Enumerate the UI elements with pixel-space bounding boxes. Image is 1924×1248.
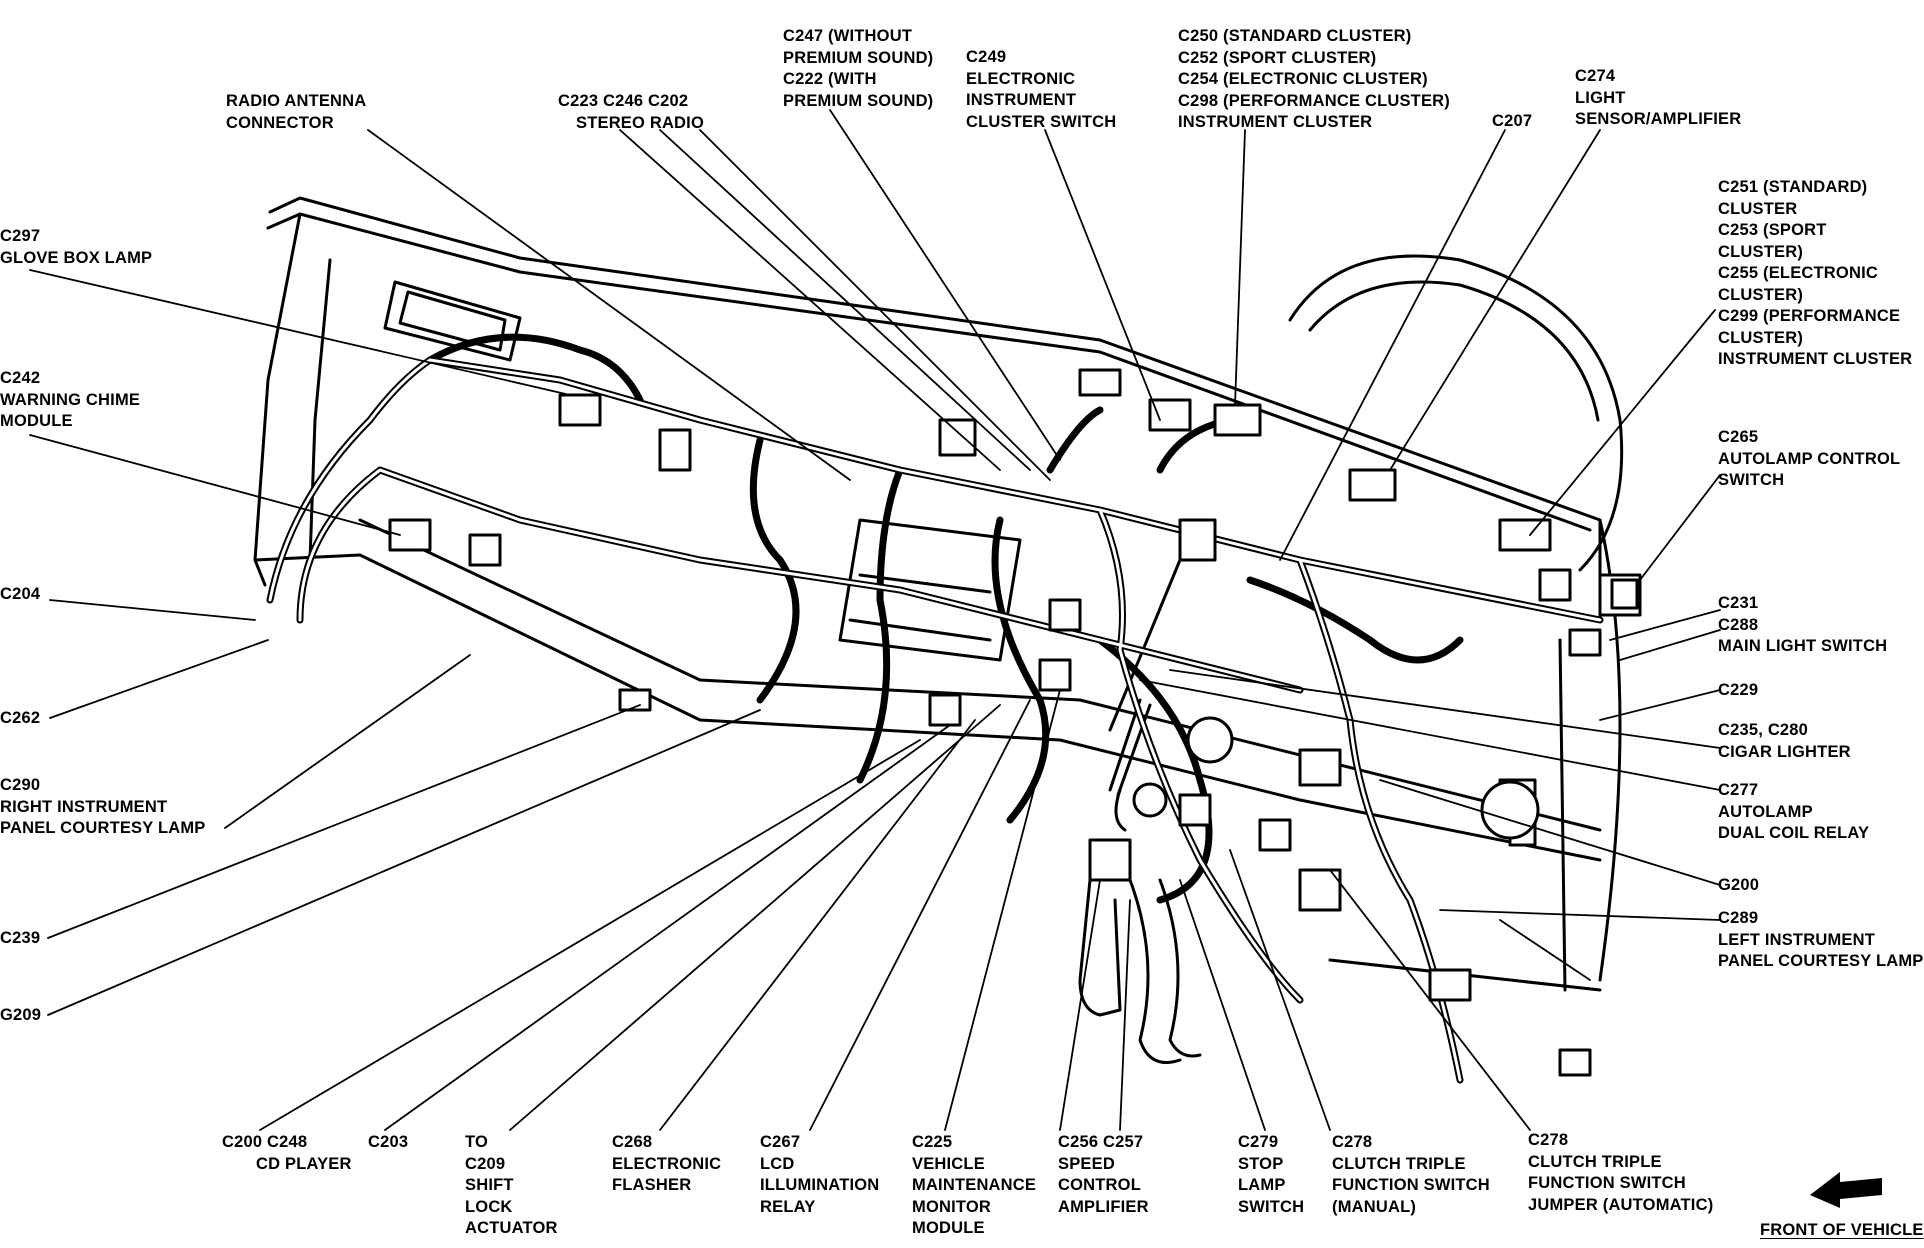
leader-stereo-radio-b (659, 129, 1031, 471)
leader-c289-b (1499, 919, 1591, 981)
leader-c288 (1619, 629, 1721, 661)
leader-stereo-radio-a (619, 129, 1001, 471)
leader-c242 (29, 434, 401, 536)
leader-c207 (1279, 129, 1506, 561)
label-c204: C204 (0, 585, 41, 603)
leader-c235 (1169, 669, 1721, 749)
leader-c278-manual (1229, 849, 1331, 1131)
leader-c239 (47, 704, 641, 939)
leader-c229 (1599, 689, 1721, 721)
label-c203: C203 (368, 1133, 409, 1151)
label-c250-group: C250 (STANDARD CLUSTER)C252 (SPORT CLUST… (1178, 27, 1450, 131)
label-c229: C229 (1718, 681, 1759, 699)
front-arrow-icon (1810, 1172, 1882, 1208)
leader-c289-a (1439, 909, 1721, 921)
pedals (1078, 878, 1202, 1064)
leader-c268 (659, 719, 976, 1131)
wiring-harness-inner (268, 358, 1602, 1082)
connectors (388, 368, 1642, 1077)
leader-radio-antenna (367, 129, 851, 481)
leader-c256 (1059, 879, 1101, 1131)
leader-lines (29, 109, 1721, 1131)
leader-c231 (1609, 609, 1721, 641)
leader-c279 (1179, 879, 1266, 1131)
leader-c225 (944, 689, 1061, 1131)
leader-c274 (1389, 129, 1601, 471)
leader-c250 (1234, 129, 1246, 406)
leader-c247 (829, 109, 1061, 461)
leader-c297 (29, 269, 571, 396)
leader-g209 (47, 709, 761, 1016)
leader-g200 (1379, 779, 1721, 886)
instrument-panel-outline (253, 196, 1624, 992)
leader-c277 (1139, 679, 1721, 791)
leader-c278-auto (1329, 869, 1531, 1131)
leader-c265 (1639, 474, 1721, 581)
leader-c209 (509, 704, 1001, 1131)
leader-c203 (384, 724, 951, 1131)
label-c262: C262 (0, 709, 41, 727)
leader-c290 (224, 654, 471, 829)
leader-c267 (809, 699, 1031, 1131)
leader-cd-player (259, 739, 921, 1131)
leader-stereo-radio-c (699, 129, 1051, 481)
leader-c262 (49, 639, 269, 719)
label-front-of-vehicle: FRONT OF VEHICLE (1760, 1221, 1924, 1239)
label-c239: C239 (0, 929, 41, 947)
label-c207: C207 (1492, 112, 1533, 130)
leader-c251 (1529, 309, 1716, 536)
label-g200: G200 (1718, 876, 1760, 894)
leader-c204 (49, 599, 256, 621)
label-g209: G209 (0, 1006, 42, 1024)
leader-c249 (1044, 129, 1161, 421)
leader-c257 (1119, 899, 1131, 1131)
